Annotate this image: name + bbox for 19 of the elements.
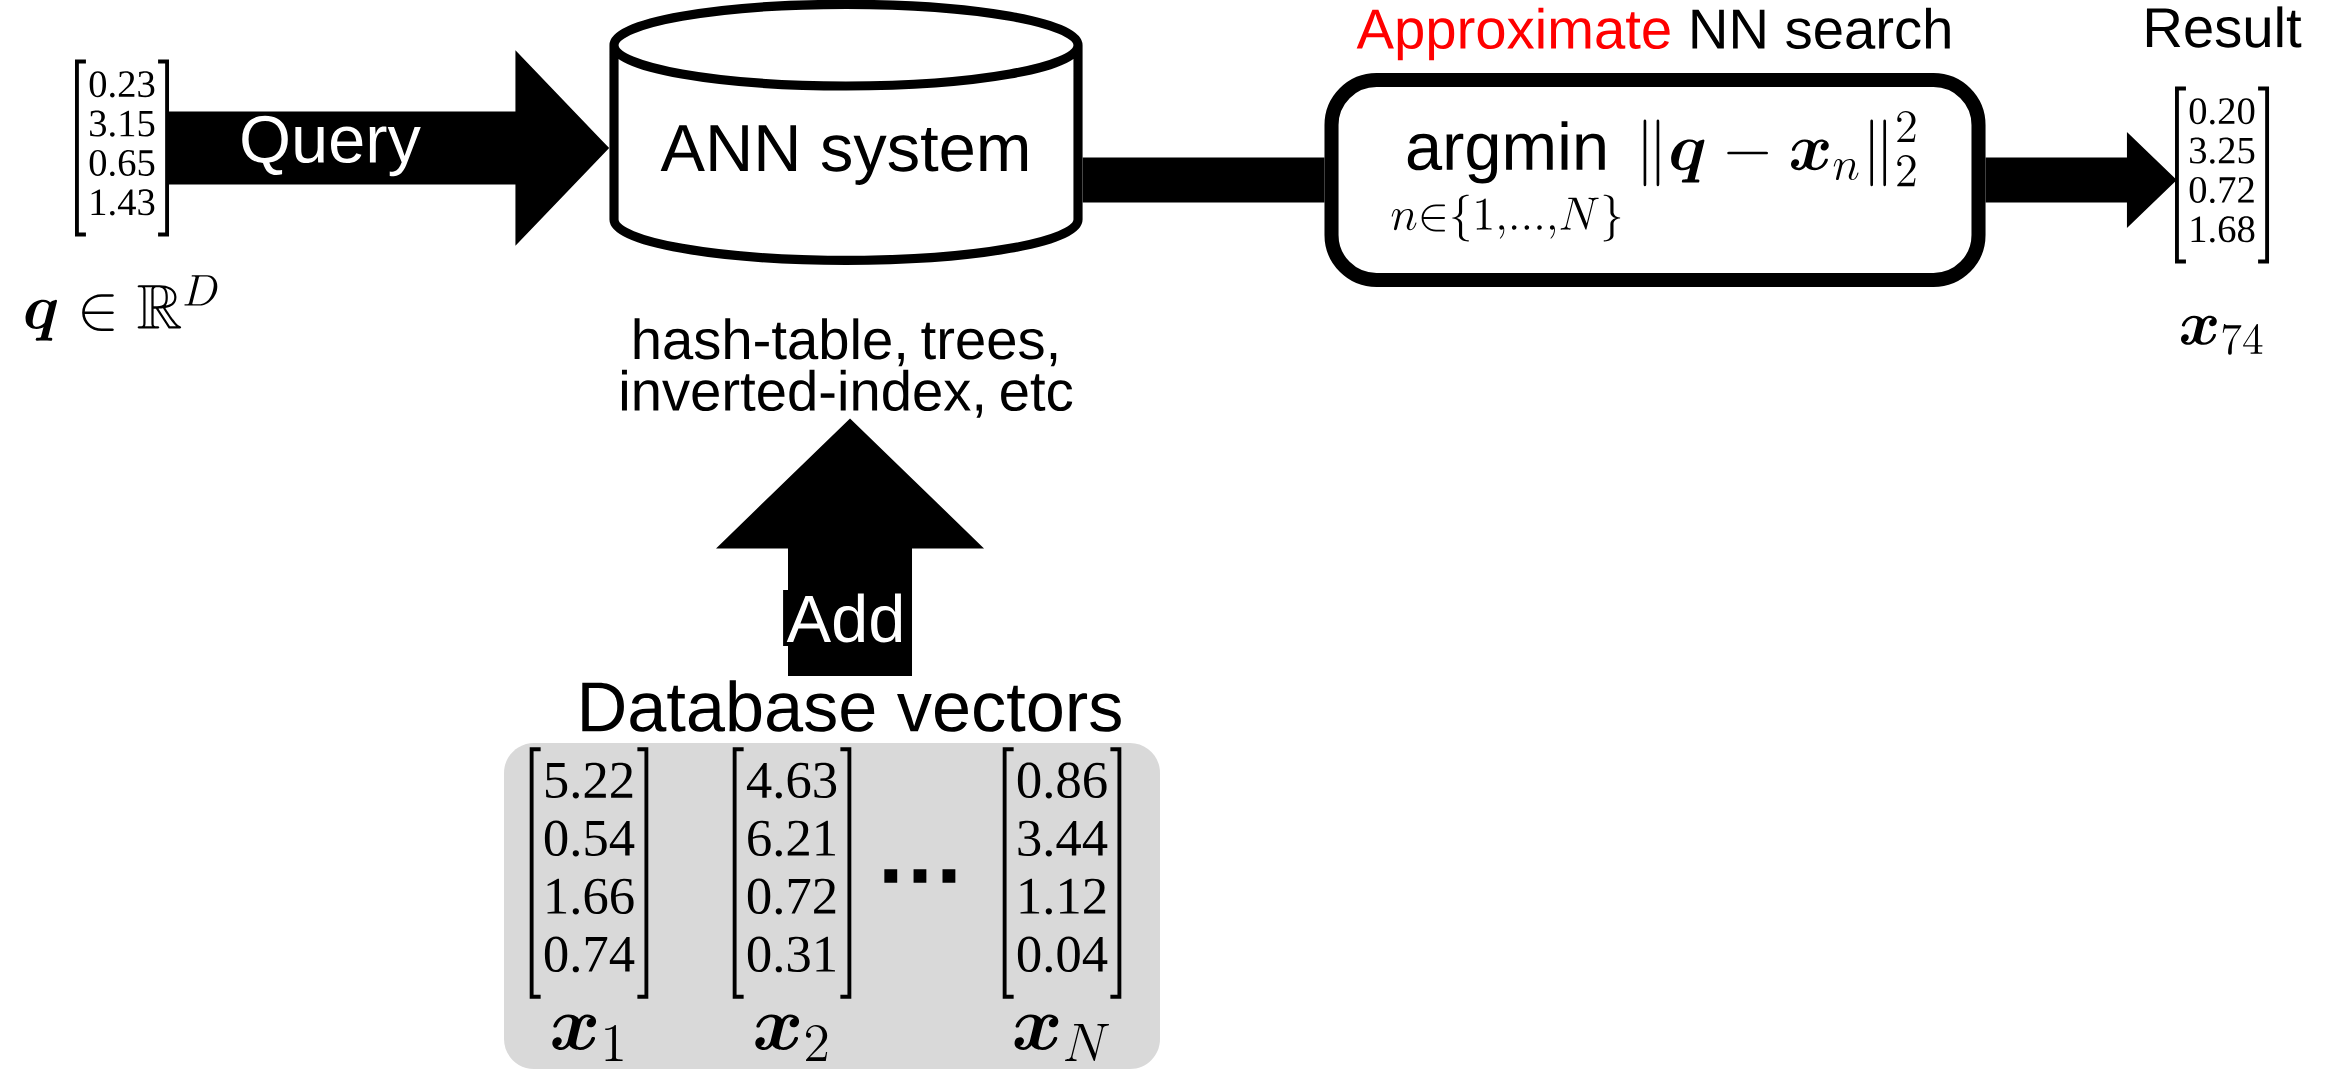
column-vector: 0.86 3.44 1.12 0.04 (1002, 747, 1122, 999)
process-box: $\operatorname*{argmin}_{n\in\{1,\ldots,N\}} \|\boldsymbol{q}-\boldsymbol{x}_{n}\|_{2}^{2}$ (1324, 73, 1986, 288)
vector-label: $\boldsymbol{x}_{1}$ (552, 1014, 623, 1061)
vector-label: $\boldsymbol{x}_{74}$ (2181, 315, 2263, 355)
ellipsis-text: … (884, 869, 956, 883)
column-vector: 5.22 0.54 1.66 0.74 (529, 747, 649, 999)
caption-text: hash-table, trees, inverted-index, etc (622, 318, 1073, 418)
column-vector: 0.23 3.15 0.65 1.43 (75, 59, 169, 237)
heading-text: Result (2146, 6, 2302, 48)
edge-label: Add (783, 590, 909, 647)
heading-text: Database vectors (582, 680, 1121, 732)
vector-label: $\boldsymbol{x}_{2}$ (755, 1014, 828, 1061)
database-cylinder: ANN system (609, 0, 1083, 265)
heading-text: Approximate NN search (1356, 7, 1950, 61)
column-vector: 4.63 6.21 0.72 0.31 (732, 747, 852, 999)
vector-label: $\boldsymbol{x}_{N}$ (1014, 1014, 1110, 1061)
edge-label: Query (235, 112, 425, 180)
column-vector: 0.20 3.25 0.72 1.68 (2175, 86, 2270, 264)
vector-label: $\boldsymbol{q} \in \mathbb{R}^{D}$ (25, 275, 218, 341)
